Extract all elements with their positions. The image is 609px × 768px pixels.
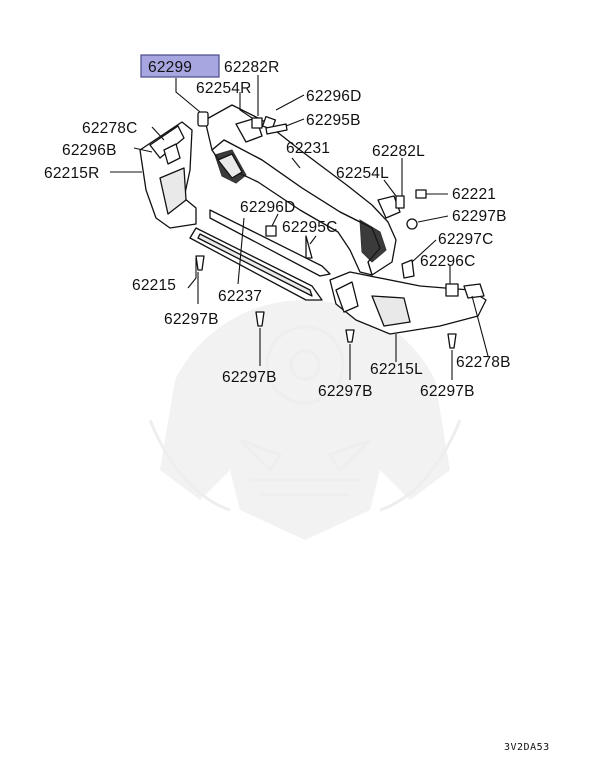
label-62297C[interactable]: 62297C — [438, 231, 494, 248]
label-62296C[interactable]: 62296C — [420, 253, 476, 270]
label-62296D-mid[interactable]: 62296D — [240, 199, 296, 216]
part-62215L-side-cover — [329, 271, 487, 335]
part-62237-grille-strip — [189, 209, 331, 301]
label-62215[interactable]: 62215 — [132, 277, 176, 294]
label-62221[interactable]: 62221 — [452, 186, 496, 203]
fastener-parts — [195, 111, 459, 349]
label-62297B-bottom-mid[interactable]: 62297B — [222, 369, 277, 386]
label-62282L[interactable]: 62282L — [372, 143, 425, 160]
label-62231[interactable]: 62231 — [286, 140, 330, 157]
label-62282R[interactable]: 62282R — [224, 59, 280, 76]
label-62278B[interactable]: 62278B — [456, 354, 511, 371]
label-62295B[interactable]: 62295B — [306, 112, 361, 129]
diagram-code: 3V2DA53 — [504, 742, 550, 753]
highlight-box — [140, 54, 220, 78]
label-62297B-bottom-center[interactable]: 62297B — [318, 383, 373, 400]
label-62296B[interactable]: 62296B — [62, 142, 117, 159]
label-62215L[interactable]: 62215L — [370, 361, 423, 378]
label-62254R[interactable]: 62254R — [196, 80, 252, 97]
label-62297B-bottom-right[interactable]: 62297B — [420, 383, 475, 400]
label-62254L[interactable]: 62254L — [336, 165, 389, 182]
leader-lines — [110, 75, 489, 380]
label-62215R[interactable]: 62215R — [44, 165, 100, 182]
label-62295C[interactable]: 62295C — [282, 219, 338, 236]
label-62237[interactable]: 62237 — [218, 288, 262, 305]
watermark-emblem — [148, 300, 462, 540]
label-62278C[interactable]: 62278C — [82, 120, 138, 137]
label-62297B-right[interactable]: 62297B — [452, 208, 507, 225]
label-62299[interactable]: 62299 — [148, 59, 192, 76]
label-62296D-top[interactable]: 62296D — [306, 88, 362, 105]
label-62297B-left[interactable]: 62297B — [164, 311, 219, 328]
part-62215R-side-cover — [139, 121, 197, 229]
